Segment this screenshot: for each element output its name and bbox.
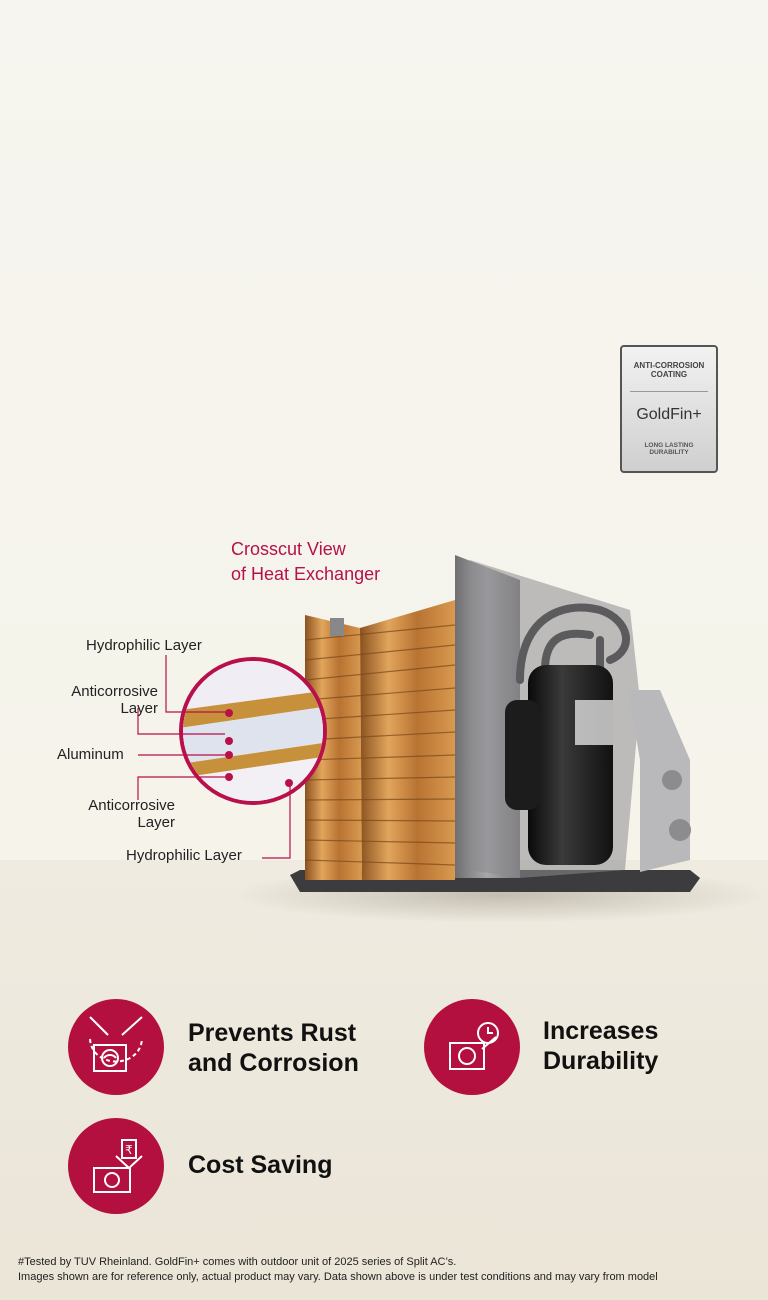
label-anticorrosive-top: Anticorrosive Layer xyxy=(40,683,158,717)
coil-middle-panel xyxy=(360,600,455,880)
badge-divider xyxy=(630,391,708,392)
svg-text:₹: ₹ xyxy=(125,1143,133,1157)
crosscut-title-line2: of Heat Exchanger xyxy=(231,564,381,584)
outdoor-unit-illustration xyxy=(137,555,768,923)
badge-top-text: ANTI-CORROSION COATING xyxy=(633,361,705,379)
feature-rust-line1: Prevents Rust xyxy=(188,1019,357,1047)
layer-markers xyxy=(225,709,293,787)
label-aluminum: Aluminum xyxy=(57,746,124,763)
accumulator xyxy=(505,700,540,810)
label-anticorrosive-top-line1: Anticorrosive xyxy=(71,683,158,700)
label-hydrophilic-top: Hydrophilic Layer xyxy=(86,637,202,654)
feature-durability-text: Increases Durability xyxy=(543,1016,658,1076)
coil-fin-lines xyxy=(304,624,456,866)
crosscut-title: Crosscut View of Heat Exchanger xyxy=(231,537,380,587)
rupee-saving-icon: ₹ xyxy=(68,1118,164,1214)
badge-brand-text: GoldFin+ xyxy=(636,406,702,423)
service-valve-bottom xyxy=(669,819,691,841)
label-anticorrosive-top-line2: Layer xyxy=(120,700,158,717)
layer-leader-lines xyxy=(137,655,291,859)
compressor-label xyxy=(575,700,613,745)
rust-protection-icon xyxy=(68,999,164,1095)
service-valve-top xyxy=(662,770,682,790)
feature-durability-line2: Durability xyxy=(543,1047,659,1075)
crosscut-title-line1: Crosscut View xyxy=(231,539,346,559)
feature-cost-text: Cost Saving xyxy=(188,1151,333,1179)
feature-durability-line1: Increases xyxy=(543,1017,659,1045)
label-anticorrosive-bottom-line1: Anticorrosive xyxy=(88,797,175,814)
footnote: #Tested by TUV Rheinland. GoldFin+ comes… xyxy=(18,1255,658,1285)
durability-clock-icon xyxy=(424,999,520,1095)
footnote-line1: #Tested by TUV Rheinland. GoldFin+ comes… xyxy=(18,1256,457,1268)
badge-bottom-text: LONG LASTING DURABILITY xyxy=(644,442,694,456)
footnote-line2: Images shown are for reference only, act… xyxy=(18,1271,658,1283)
feature-rust-text: Prevents Rust and Corrosion xyxy=(188,1018,359,1078)
label-anticorrosive-bottom: Anticorrosive Layer xyxy=(55,797,175,831)
goldfin-badge: ANTI-CORROSION COATING GoldFin+ LONG LAS… xyxy=(620,345,718,473)
feature-rust-line2: and Corrosion xyxy=(188,1049,359,1077)
label-hydrophilic-bottom: Hydrophilic Layer xyxy=(126,847,242,864)
coil-left-panel xyxy=(305,615,362,880)
compressor xyxy=(528,665,613,865)
label-anticorrosive-bottom-line2: Layer xyxy=(137,814,175,831)
coil-bracket xyxy=(330,618,344,636)
